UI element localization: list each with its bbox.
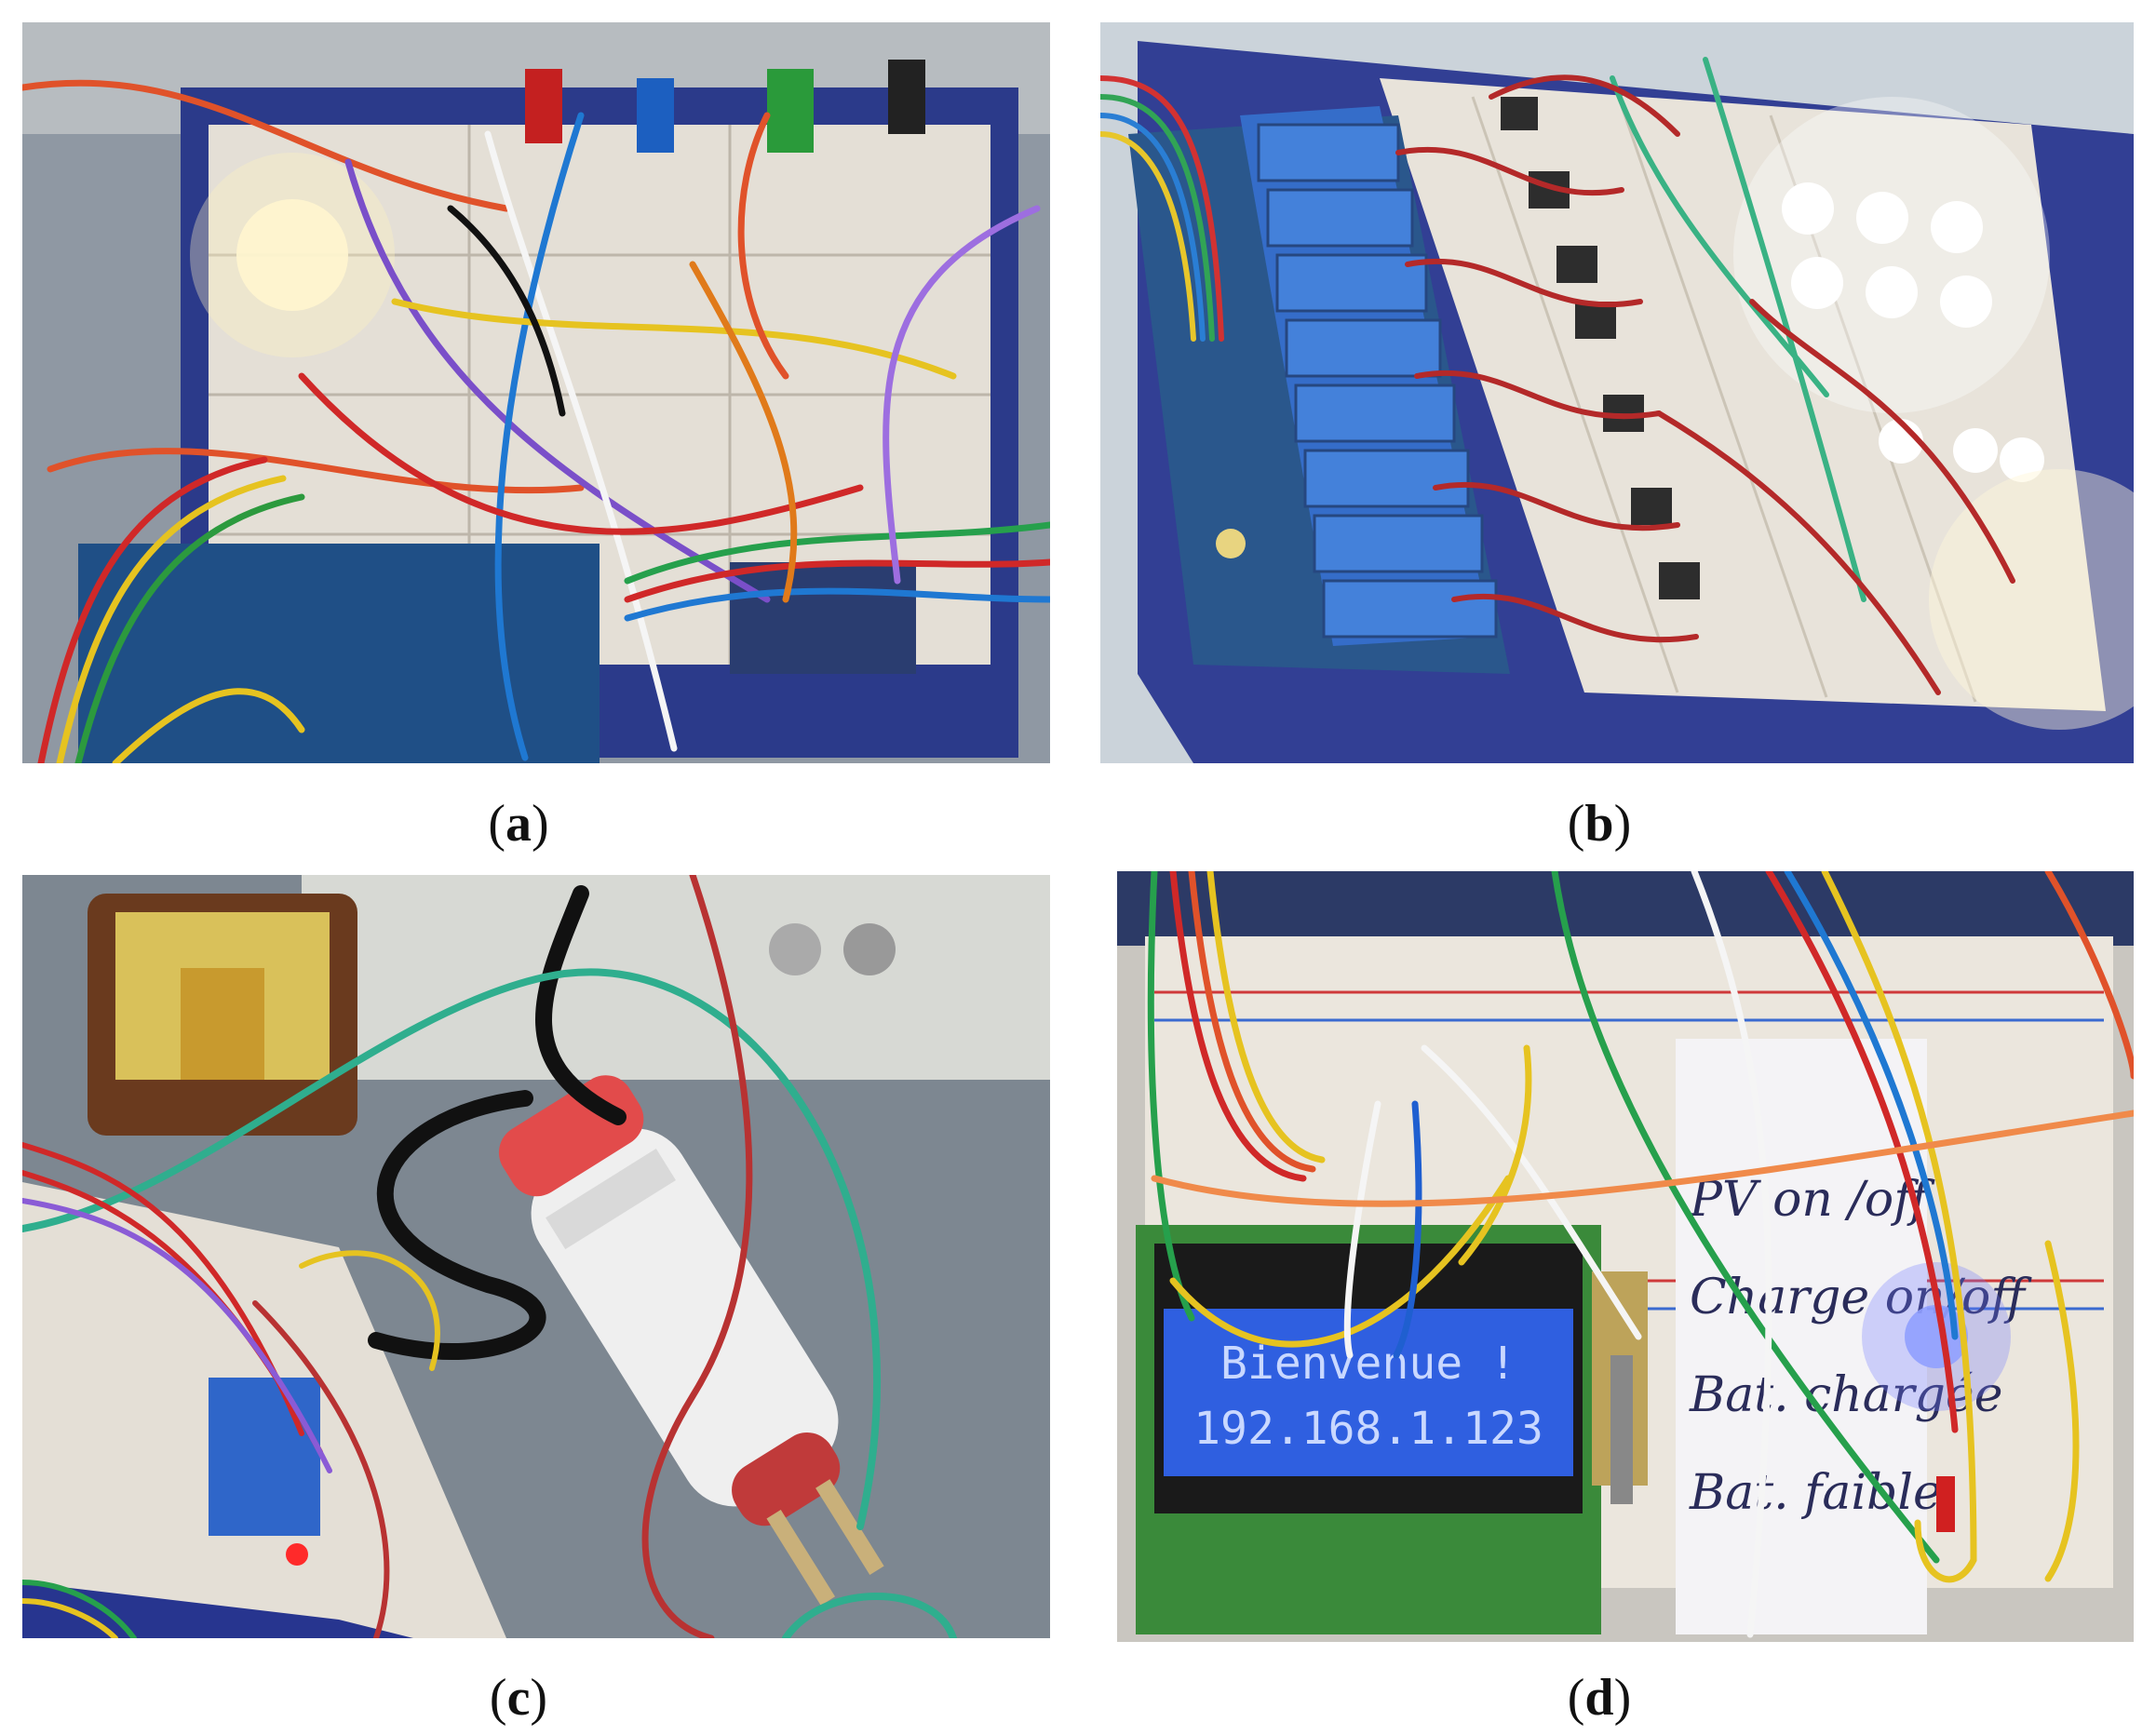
lcd-line-1: Bienvenue ! <box>1220 1338 1516 1390</box>
caption-b-close: ) <box>1613 795 1632 853</box>
caption-c: (c) <box>425 1672 612 1724</box>
photo-d-lcd-breadboard: Bienvenue ! 192.168.1.123 PV on /off Cha… <box>1117 871 2134 1642</box>
caption-b-letter: b <box>1584 795 1614 853</box>
caption-d: (d) <box>1506 1672 1692 1724</box>
photo-c-transformer-plug <box>22 875 1050 1638</box>
caption-d-close: ) <box>1613 1669 1632 1727</box>
photo-panel-a <box>22 22 1050 763</box>
photo-b-relay-module-leds <box>1100 22 2134 763</box>
caption-a-close: ) <box>532 795 549 853</box>
caption-c-close: ) <box>530 1669 548 1727</box>
caption-a: (a) <box>425 798 612 850</box>
caption-d-letter: d <box>1584 1669 1614 1727</box>
photo-panel-c <box>22 875 1050 1638</box>
caption-b: (b) <box>1506 798 1692 850</box>
caption-b-open: ( <box>1567 795 1585 853</box>
caption-c-letter: c <box>506 1669 531 1727</box>
photo-a-breadboard-arduino <box>22 22 1050 763</box>
caption-a-letter: a <box>505 795 532 853</box>
note-line-4: Bat. faible <box>1689 1465 1942 1521</box>
caption-a-open: ( <box>488 795 505 853</box>
photo-panel-d: Bienvenue ! 192.168.1.123 PV on /off Cha… <box>1117 871 2134 1642</box>
photo-panel-b <box>1100 22 2134 763</box>
note-line-1: PV on /off <box>1689 1172 1935 1228</box>
lcd-line-2: 192.168.1.123 <box>1193 1403 1543 1455</box>
caption-d-open: ( <box>1567 1669 1585 1727</box>
caption-c-open: ( <box>489 1669 507 1727</box>
lcd-screen <box>1164 1309 1573 1476</box>
note-line-2: Charge on/off <box>1690 1270 2032 1325</box>
